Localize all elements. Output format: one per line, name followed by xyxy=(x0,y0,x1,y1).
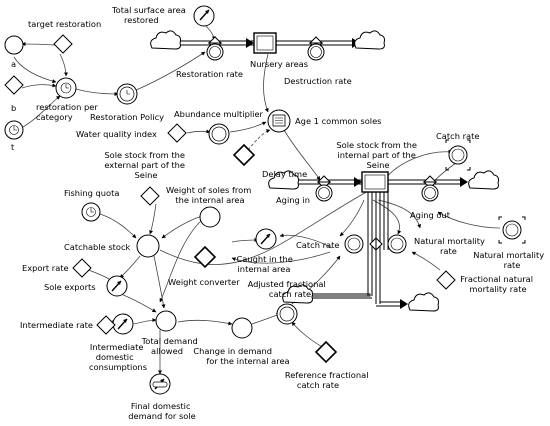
cloud-source-middle xyxy=(268,170,299,190)
cloud-sink-mortality xyxy=(408,292,439,312)
connector-links xyxy=(13,25,501,375)
label-aging-in: Aging in xyxy=(276,195,310,205)
aux-restoration-policy[interactable] xyxy=(116,83,138,105)
stock-nursery-areas[interactable] xyxy=(253,32,277,54)
aux-a[interactable] xyxy=(4,35,24,55)
aux-t[interactable] xyxy=(4,120,24,140)
label-abundance-multiplier: Abundance multiplier xyxy=(174,109,264,119)
label-destruction-rate: Destruction rate xyxy=(284,76,352,86)
aux-total-demand-allowed[interactable] xyxy=(155,310,177,332)
cloud-sink-top xyxy=(354,30,385,50)
label-final-domestic: Final domestic demand for sole xyxy=(128,401,196,421)
label-fractional-natural-mortality: Fractional natural mortality rate xyxy=(460,274,535,294)
aux-caught-internal[interactable] xyxy=(255,228,277,250)
label-intermediate-domestic: Intermediate domestic consumptions xyxy=(89,342,147,372)
aux-final-domestic-demand[interactable] xyxy=(149,373,171,395)
aux-intermediate-domestic[interactable] xyxy=(112,313,134,335)
label-catch-rate: Catch rate xyxy=(296,240,339,250)
label-natural-mortality-rate: Natural mortality rate xyxy=(473,250,547,270)
label-sole-stock-internal: Sole stock from the internal part of the… xyxy=(336,140,419,170)
label-intermediate-rate: Intermediate rate xyxy=(20,320,93,330)
aux-sole-exports[interactable] xyxy=(106,275,128,297)
aux-restoration-per-category[interactable] xyxy=(55,77,77,99)
aux-natural-mortality-rate[interactable] xyxy=(498,216,526,244)
const-reference-fractional-catch[interactable] xyxy=(314,340,338,364)
label-restoration-policy: Restoration Policy xyxy=(90,112,164,122)
aux-fishing-quota[interactable] xyxy=(81,202,101,222)
label-reference-fractional: Reference fractional catch rate xyxy=(285,370,371,390)
cloud-sink-catch xyxy=(282,284,313,304)
const-target-restoration[interactable] xyxy=(53,34,73,54)
label-t: t xyxy=(11,142,15,152)
cloud-source-top xyxy=(150,30,181,50)
label-delay-time: Delay time xyxy=(262,169,307,179)
label-sole-stock-external: Sole stock from the external part of the… xyxy=(104,150,187,180)
aux-change-in-demand[interactable] xyxy=(231,317,253,339)
cloud-sink-middle xyxy=(468,170,499,190)
const-sole-stock-external[interactable] xyxy=(140,186,160,206)
label-restoration-rate: Restoration rate xyxy=(176,69,243,79)
label-natural-mortality-flow: Natural mortality rate xyxy=(414,236,488,256)
label-catchable-stock: Catchable stock xyxy=(64,242,131,252)
label-weight-converter: Weight converter xyxy=(168,277,240,287)
const-intermediate-rate[interactable] xyxy=(96,315,116,335)
label-change-in-demand: Change in demand for the internal area xyxy=(193,346,289,366)
const-export-rate[interactable] xyxy=(72,258,92,278)
aux-weight-of-soles-internal[interactable] xyxy=(199,206,221,228)
label-nursery-areas: Nursery areas xyxy=(250,59,308,69)
const-b[interactable] xyxy=(4,75,24,95)
label-restoration-per-category: restoration per category xyxy=(36,102,100,122)
valve-aging-out[interactable] xyxy=(421,175,439,202)
aux-adjusted-fractional-catch[interactable] xyxy=(276,303,298,325)
label-target-restoration: target restoration xyxy=(28,19,101,29)
aux-catch-rate-top[interactable] xyxy=(445,139,471,171)
const-weight-converter[interactable] xyxy=(193,245,217,269)
label-sole-exports: Sole exports xyxy=(44,282,96,292)
label-fishing-quota: Fishing quota xyxy=(64,188,119,198)
valve-aging-in[interactable] xyxy=(315,175,333,202)
label-catch-rate-top: Catch rate xyxy=(436,131,479,141)
stock-sole-internal[interactable] xyxy=(361,171,389,193)
aux-age1-common-soles[interactable] xyxy=(267,109,291,133)
const-fractional-natural-mortality[interactable] xyxy=(436,270,456,290)
label-total-surface-restored: Total surface area restored xyxy=(111,5,188,25)
const-delay-time[interactable] xyxy=(232,143,256,167)
label-age1: Age 1 common soles xyxy=(295,116,382,126)
label-adjusted-fractional: Adjusted fractional catch rate xyxy=(248,279,329,299)
aux-abundance-multiplier[interactable] xyxy=(208,123,230,145)
label-b: b xyxy=(11,103,16,113)
label-a: a xyxy=(11,59,16,69)
aux-total-surface-restored[interactable] xyxy=(193,5,215,27)
label-water-quality: Water quality index xyxy=(76,129,157,139)
label-caught-internal: Caught in the internal area xyxy=(236,254,295,274)
aux-catchable-stock[interactable] xyxy=(136,234,160,258)
valve-restoration-rate[interactable] xyxy=(206,36,224,61)
label-weight-of-soles: Weight of soles from the internal area xyxy=(166,185,254,205)
valve-destruction-rate[interactable] xyxy=(307,36,325,61)
valve-catch-rate[interactable] xyxy=(344,234,383,254)
label-export-rate: Export rate xyxy=(22,263,69,273)
label-aging-out: Aging out xyxy=(410,210,451,220)
valve-natural-mortality[interactable] xyxy=(387,234,407,254)
const-water-quality[interactable] xyxy=(167,123,187,143)
label-total-demand: Total demand allowed xyxy=(141,336,201,356)
labels: target restoration a b t restoration per… xyxy=(11,5,547,421)
